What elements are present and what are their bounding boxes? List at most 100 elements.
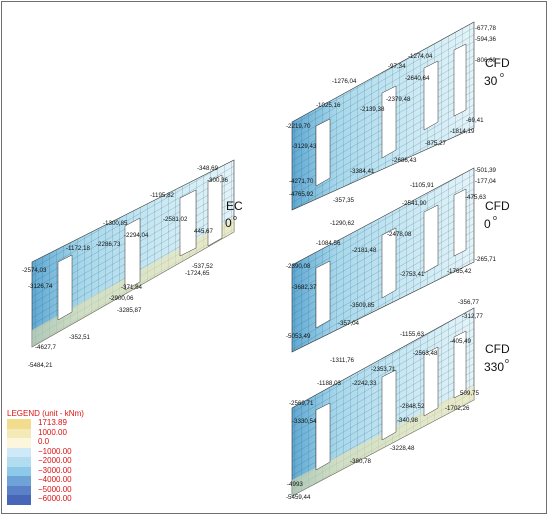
value-label: -177,04 xyxy=(475,178,497,185)
legend-swatch xyxy=(7,495,31,505)
value-label: -3330,54 xyxy=(292,418,317,425)
value-label: -97,34 xyxy=(388,63,406,70)
value-label: -1025,16 xyxy=(316,102,341,109)
opening-cfd330-1 xyxy=(315,402,331,471)
value-label: -4765,92 xyxy=(289,191,314,198)
value-label: -340,98 xyxy=(397,417,419,424)
value-label: -2848,52 xyxy=(400,403,425,410)
value-label: -677,78 xyxy=(475,25,497,32)
opening-cfd30-4 xyxy=(453,43,467,117)
legend-value: 0.0 xyxy=(38,437,50,446)
panel-cfd330: -356,77-312,77-1155,63-2563,48-405,49-13… xyxy=(286,299,510,501)
legend-value: −2000.00 xyxy=(38,456,72,465)
value-label: -1155,63 xyxy=(400,331,425,338)
legend-swatch xyxy=(7,466,31,476)
value-label: -2541,90 xyxy=(402,200,427,207)
value-label: -1195,82 xyxy=(150,192,175,199)
value-label: -2390,08 xyxy=(286,263,311,270)
legend-swatch xyxy=(7,457,31,467)
value-label: -3126,74 xyxy=(28,283,53,290)
labels-cfd30: -677,78-594,36-97,34-1274,04-806,69-1276… xyxy=(286,25,497,204)
opening-cfd330-2 xyxy=(381,369,397,441)
value-label: -265,71 xyxy=(475,256,497,263)
degree-cfd30: o xyxy=(500,72,504,79)
value-label: -594,36 xyxy=(475,36,497,43)
value-label: -3129,43 xyxy=(292,143,317,150)
value-label: -1311,76 xyxy=(330,357,355,364)
opening-cfd0-2 xyxy=(381,227,397,299)
value-label: -1172,18 xyxy=(66,245,91,252)
value-label: -312,77 xyxy=(462,313,484,320)
value-label: -2569,71 xyxy=(289,400,314,407)
value-label: 509,75 xyxy=(460,390,479,397)
degree-cfd330: o xyxy=(505,358,509,365)
value-label: -1188,03 xyxy=(317,380,342,387)
legend-swatch xyxy=(7,447,31,457)
panel-title-ec: EC xyxy=(226,199,243,213)
opening-cfd330-4 xyxy=(453,330,467,399)
value-label: -348,69 xyxy=(197,165,219,172)
panel-cfd0: -501,39-177,04-1105,91-475,63-1290,62-25… xyxy=(286,167,510,353)
opening-ec-4 xyxy=(207,174,223,247)
value-label: -405,49 xyxy=(450,338,472,345)
value-label: -3384,41 xyxy=(350,168,375,175)
opening-cfd0-4 xyxy=(453,188,467,257)
panel-angle-cfd0: 0 xyxy=(484,217,491,231)
value-label: -2686,43 xyxy=(392,157,417,164)
value-label: -3228,48 xyxy=(390,445,415,452)
value-label: -4993 xyxy=(287,481,303,488)
legend-swatch xyxy=(7,485,31,495)
labels-ec: -348,69-300,36-1195,82-2581,02445,67-130… xyxy=(22,165,229,369)
opening-cfd30-2 xyxy=(381,85,397,159)
value-label: -2379,48 xyxy=(386,96,411,103)
panel-cfd30: -677,78-594,36-97,34-1274,04-806,69-1276… xyxy=(286,21,510,211)
legend-value: 1713.89 xyxy=(38,418,67,427)
opening-cfd0-3 xyxy=(423,204,439,274)
opening-cfd30-3 xyxy=(423,60,439,131)
value-label: -2139,38 xyxy=(360,106,385,113)
panel-title-cfd0: CFD xyxy=(485,199,510,213)
value-label: -5053,49 xyxy=(286,333,311,340)
legend-swatch xyxy=(7,428,31,438)
value-label: -1765,42 xyxy=(447,268,472,275)
value-label: -2574,03 xyxy=(22,267,47,274)
value-label: -2353,71 xyxy=(371,366,396,373)
opening-ec-1 xyxy=(57,254,73,321)
value-label: -1814,19 xyxy=(450,128,475,135)
value-label: -806,69 xyxy=(475,57,497,64)
value-label: -5484,21 xyxy=(28,362,53,369)
opening-ec-2 xyxy=(124,217,141,291)
value-label: -5459,44 xyxy=(286,494,311,501)
value-label: -1702,26 xyxy=(445,405,470,412)
value-label: -1105,91 xyxy=(410,182,435,189)
value-label: -2286,73 xyxy=(96,241,121,248)
value-label: -69,41 xyxy=(466,117,484,124)
value-label: -2900,06 xyxy=(109,295,134,302)
value-label: -1300,85 xyxy=(103,220,128,227)
panel-title-cfd30: CFD xyxy=(485,56,510,70)
value-label: -352,51 xyxy=(69,334,91,341)
value-label: -4627,7 xyxy=(35,344,57,351)
value-label: -2581,02 xyxy=(163,216,188,223)
value-label: -1290,62 xyxy=(330,220,355,227)
value-label: -2294,04 xyxy=(124,232,149,239)
legend-title: LEGEND (unit - kNm) xyxy=(7,409,84,418)
panel-ec: -348,69-300,36-1195,82-2581,02445,67-130… xyxy=(22,159,243,369)
panel-angle-cfd30: 30 xyxy=(484,74,498,88)
value-label: -537,52 xyxy=(192,263,214,270)
value-label: -3285,87 xyxy=(117,307,142,314)
value-label: -501,39 xyxy=(475,167,497,174)
value-label: -357,04 xyxy=(338,320,360,327)
degree-cfd0: o xyxy=(493,215,497,222)
legend-value: −4000.00 xyxy=(38,475,72,484)
value-label: -875,27 xyxy=(425,140,447,147)
labels-cfd330: -356,77-312,77-1155,63-2563,48-405,49-13… xyxy=(286,299,484,501)
value-label: -2181,48 xyxy=(352,247,377,254)
value-label: -357,35 xyxy=(333,197,355,204)
legend-value: −3000.00 xyxy=(38,465,72,475)
value-label: -380,78 xyxy=(350,458,372,465)
panel-title-cfd330: CFD xyxy=(485,342,510,356)
opening-cfd30-1 xyxy=(315,118,331,187)
